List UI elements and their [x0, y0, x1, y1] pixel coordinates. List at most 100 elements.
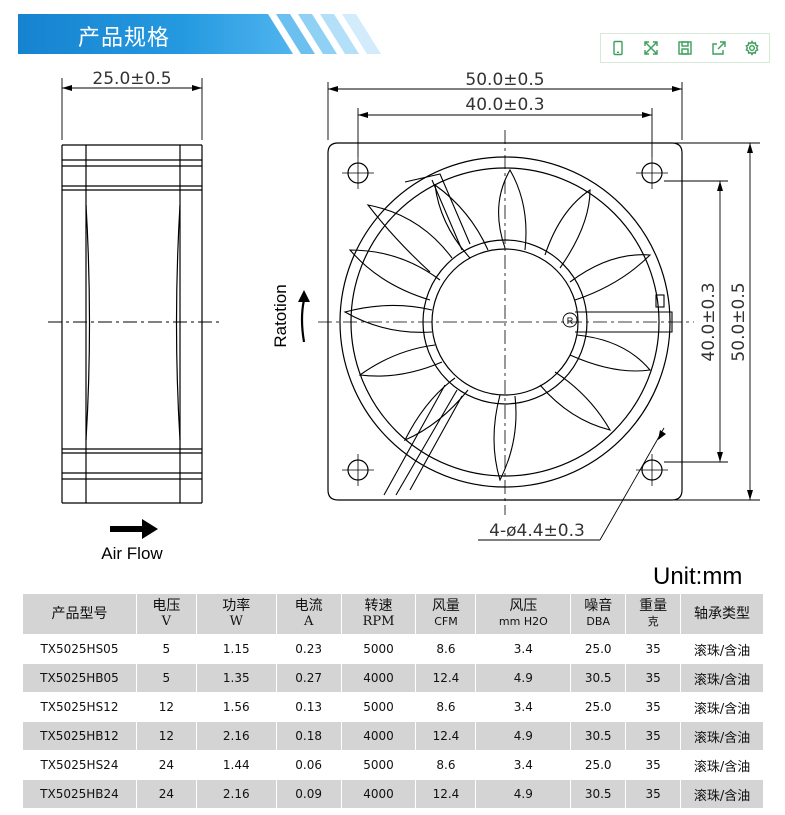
cell-current: 0.06: [275, 750, 342, 780]
settings-icon[interactable]: [739, 35, 765, 61]
cell-current: 0.27: [275, 663, 342, 693]
cell-current: 0.09: [275, 779, 342, 809]
side-width-dimension: 25.0±0.5: [92, 69, 171, 89]
cell-weight: 35: [625, 663, 682, 693]
fan-technical-drawing: 25.0±0.5 50.0±0.5 40.0±0.3 40.0±0.3 50.0…: [48, 69, 760, 563]
cell-noise: 30.5: [570, 721, 627, 751]
outer-height-dimension: 50.0±0.5: [729, 282, 749, 361]
cell-voltage: 24: [135, 750, 197, 780]
cell-bearing: 滚珠/含油: [680, 721, 764, 751]
cell-airflow: 12.4: [415, 663, 477, 693]
banner-shape: [18, 14, 381, 54]
outer-width-dimension: 50.0±0.5: [465, 70, 544, 90]
header-model: 产品型号: [22, 593, 137, 635]
cell-pressure: 3.4: [475, 750, 572, 780]
unit-label: Unit:mm: [653, 563, 743, 590]
cell-speed: 5000: [340, 750, 417, 780]
cell-bearing: 滚珠/含油: [680, 692, 764, 722]
cell-power: 1.56: [195, 692, 277, 722]
hole-spacing-vertical-dimension: 40.0±0.3: [699, 282, 719, 361]
cell-model: TX5025HS12: [22, 692, 137, 722]
hole-spacing-dimension: 40.0±0.3: [465, 95, 544, 115]
cell-model: TX5025HB12: [22, 721, 137, 751]
cell-noise: 25.0: [570, 750, 627, 780]
cell-noise: 30.5: [570, 779, 627, 809]
registered-mark: R: [567, 316, 574, 326]
cell-airflow: 8.6: [415, 750, 477, 780]
cell-noise: 25.0: [570, 634, 627, 664]
cell-model: TX5025HS05: [22, 634, 137, 664]
cell-speed: 4000: [340, 779, 417, 809]
cell-power: 2.16: [195, 721, 277, 751]
cell-speed: 5000: [340, 692, 417, 722]
cell-airflow: 8.6: [415, 692, 477, 722]
header-bearing: 轴承类型: [680, 593, 764, 635]
hole-diameter-dimension: 4-ø4.4±0.3: [489, 521, 585, 541]
cell-speed: 4000: [340, 721, 417, 751]
page-title: 产品规格: [78, 26, 171, 51]
cell-power: 1.35: [195, 663, 277, 693]
cell-speed: 5000: [340, 634, 417, 664]
cell-power: 1.15: [195, 634, 277, 664]
cell-power: 2.16: [195, 779, 277, 809]
phone-icon[interactable]: [605, 35, 631, 61]
cell-pressure: 4.9: [475, 779, 572, 809]
cell-airflow: 8.6: [415, 634, 477, 664]
cell-voltage: 12: [135, 721, 197, 751]
rotation-label: Ratotion: [271, 284, 290, 347]
share-icon[interactable]: [706, 35, 732, 61]
cell-current: 0.13: [275, 692, 342, 722]
fullscreen-icon[interactable]: [638, 35, 664, 61]
toolbar: [600, 33, 770, 63]
cell-speed: 4000: [340, 663, 417, 693]
cell-bearing: 滚珠/含油: [680, 634, 764, 664]
cell-model: TX5025HS24: [22, 750, 137, 780]
header-weight: 重量克: [625, 593, 682, 635]
cell-pressure: 4.9: [475, 663, 572, 693]
cell-current: 0.23: [275, 634, 342, 664]
cell-pressure: 3.4: [475, 692, 572, 722]
cell-current: 0.18: [275, 721, 342, 751]
cell-voltage: 12: [135, 692, 197, 722]
cell-model: TX5025HB24: [22, 779, 137, 809]
cell-bearing: 滚珠/含油: [680, 750, 764, 780]
airflow-arrow: [110, 519, 158, 539]
cell-pressure: 4.9: [475, 721, 572, 751]
cell-pressure: 3.4: [475, 634, 572, 664]
cell-noise: 25.0: [570, 692, 627, 722]
cell-weight: 35: [625, 779, 682, 809]
side-view: [48, 78, 220, 504]
save-icon[interactable]: [672, 35, 698, 61]
cell-bearing: 滚珠/含油: [680, 663, 764, 693]
cell-weight: 35: [625, 634, 682, 664]
cell-airflow: 12.4: [415, 779, 477, 809]
cell-voltage: 5: [135, 634, 197, 664]
cell-weight: 35: [625, 692, 682, 722]
cell-model: TX5025HB05: [22, 663, 137, 693]
rotation-arrow: [298, 290, 310, 343]
cell-voltage: 5: [135, 663, 197, 693]
airflow-label: Air Flow: [101, 544, 163, 563]
cell-bearing: 滚珠/含油: [680, 779, 764, 809]
cell-power: 1.44: [195, 750, 277, 780]
cell-weight: 35: [625, 750, 682, 780]
cell-airflow: 12.4: [415, 721, 477, 751]
section-banner: 产品规格: [18, 14, 384, 54]
cell-noise: 30.5: [570, 663, 627, 693]
cell-voltage: 24: [135, 779, 197, 809]
